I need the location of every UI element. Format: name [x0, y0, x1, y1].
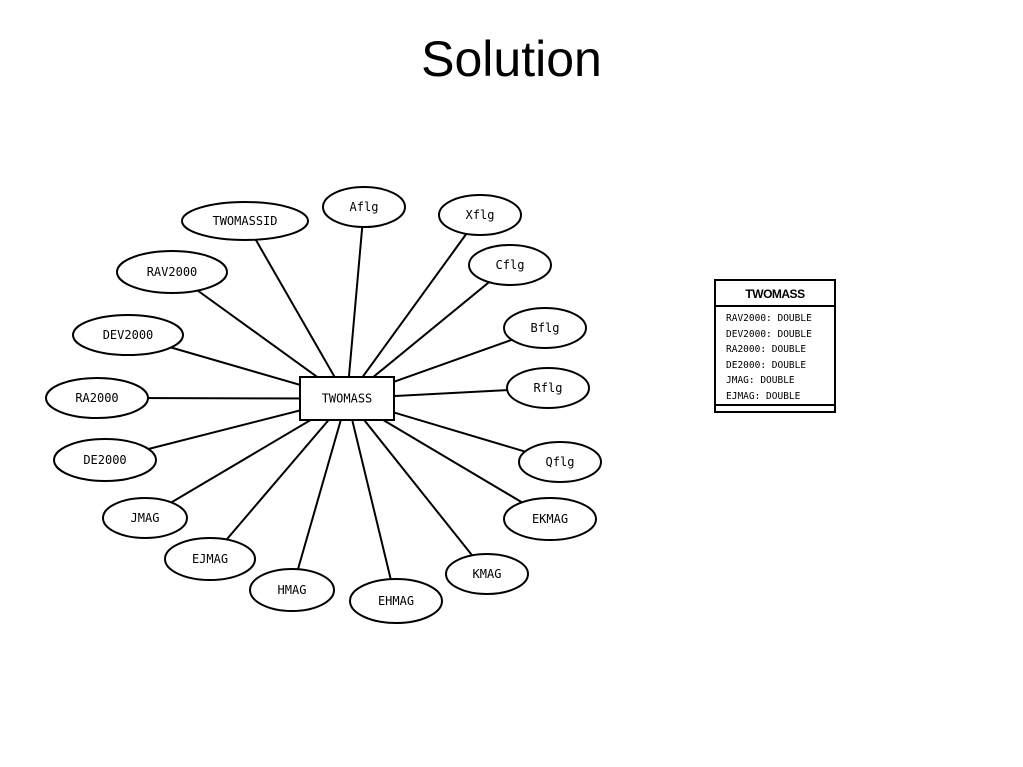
table-footer: [716, 406, 834, 411]
attribute-ellipse: [349, 578, 443, 624]
attribute-ellipse: [181, 201, 309, 241]
table-field: RAV2000: DOUBLE: [726, 313, 812, 324]
attribute-label: JMAG: [131, 511, 160, 525]
attribute-label: KMAG: [473, 567, 502, 581]
attribute-ellipse: [116, 250, 228, 294]
attribute-label: RA2000: [75, 391, 118, 405]
connector-line: [209, 397, 348, 560]
attribute-ellipse: [503, 497, 597, 541]
attribute-label: EJMAG: [192, 552, 228, 566]
table-name: TWOMASS: [716, 281, 834, 307]
connector-line: [291, 398, 348, 591]
attribute-ellipse: [249, 568, 335, 612]
attribute-label: DEV2000: [103, 328, 154, 342]
attribute-label: DE2000: [83, 453, 126, 467]
attribute-ellipse: [445, 553, 529, 595]
table-fields: RAV2000: DOUBLE DEV2000: DOUBLE RA2000: …: [716, 307, 834, 406]
attribute-label: Qflg: [546, 455, 575, 469]
connector-line: [346, 214, 481, 400]
connector-line: [346, 398, 397, 602]
connector-line: [346, 206, 365, 399]
attribute-ellipse: [45, 377, 149, 419]
attribute-label: Cflg: [496, 258, 525, 272]
slide-title: Solution: [421, 31, 602, 87]
connector-line: [346, 397, 488, 575]
attribute-label: TWOMASSID: [212, 214, 277, 228]
attribute-ellipse: [468, 244, 552, 286]
attribute-ellipse: [438, 194, 522, 236]
attribute-ellipse: [518, 441, 602, 483]
entity-label: TWOMASS: [322, 392, 373, 406]
attribute-ellipse: [322, 186, 406, 228]
attribute-ellipse: [506, 367, 590, 409]
table-field: JMAG: DOUBLE: [726, 375, 795, 386]
table-field: RA2000: DOUBLE: [726, 344, 807, 355]
attribute-label: Bflg: [531, 321, 560, 335]
attribute-label: Rflg: [534, 381, 563, 395]
table-field: DEV2000: DOUBLE: [726, 328, 812, 340]
attribute-label: Xflg: [466, 208, 495, 222]
attribute-label: EHMAG: [378, 594, 414, 608]
table-field: EJMAG: DOUBLE: [726, 390, 801, 402]
entity-box: [299, 376, 395, 421]
table-field: DE2000: DOUBLE: [726, 359, 807, 371]
attribute-label: EKMAG: [532, 512, 568, 526]
attribute-ellipse: [53, 438, 157, 482]
attribute-ellipse: [102, 497, 188, 539]
attribute-label: Aflg: [350, 200, 379, 214]
table-schema: TWOMASS RAV2000: DOUBLE DEV2000: DOUBLE …: [714, 279, 836, 413]
attribute-ellipse: [72, 314, 184, 356]
attribute-label: RAV2000: [147, 265, 198, 279]
connector-line: [244, 220, 348, 399]
attribute-label: HMAG: [278, 583, 307, 597]
attribute-ellipse: [503, 307, 587, 349]
attribute-ellipse: [164, 537, 256, 581]
